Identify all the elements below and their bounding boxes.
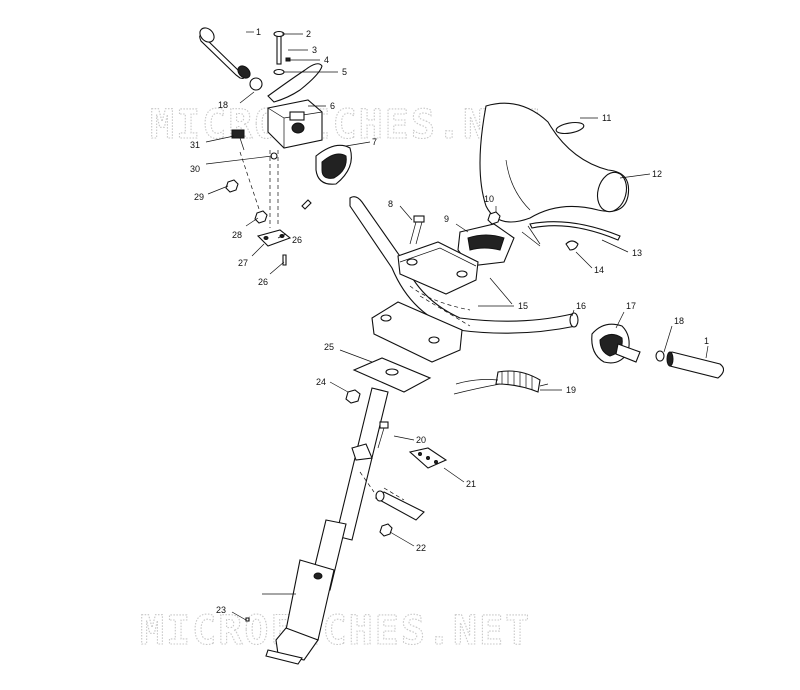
callout-31: 31 — [190, 140, 200, 150]
callout-22: 22 — [416, 543, 426, 553]
callout-12: 12 — [652, 169, 662, 179]
clip-14 — [565, 240, 579, 251]
callout-2: 2 — [306, 29, 311, 39]
clamp-plate-27 — [256, 229, 292, 247]
screw-26 — [282, 254, 287, 266]
nut-29 — [225, 179, 239, 193]
callout-16: 16 — [576, 301, 586, 311]
left-grip — [199, 27, 251, 79]
switch-housing-17 — [591, 323, 641, 364]
lock-washer — [273, 68, 285, 76]
callout-21: 21 — [466, 479, 476, 489]
callout-30: 30 — [190, 164, 200, 174]
callout-24: 24 — [316, 377, 326, 387]
callout-26-lower: 26 — [258, 277, 268, 287]
callout-labels: 1 2 3 4 5 18 6 31 7 30 29 28 26 27 26 11… — [190, 27, 709, 615]
callout-7: 7 — [372, 137, 377, 147]
right-grip — [666, 351, 725, 379]
bolt-20 — [377, 421, 389, 449]
callout-17: 17 — [626, 301, 636, 311]
callout-6: 6 — [330, 101, 335, 111]
callout-5: 5 — [342, 67, 347, 77]
watermark-top: MICROFICHES.NET — [150, 102, 541, 148]
callout-9: 9 — [444, 214, 449, 224]
nut-22 — [379, 523, 393, 537]
nut-10 — [487, 211, 501, 225]
strip-13 — [529, 221, 621, 241]
callout-26: 26 — [292, 235, 302, 245]
nut-23 — [245, 617, 250, 622]
callout-1: 1 — [256, 27, 261, 37]
callout-14: 14 — [594, 265, 604, 275]
callout-27: 27 — [238, 258, 248, 268]
callout-4: 4 — [324, 55, 329, 65]
bushing-22 — [374, 490, 425, 521]
nut-24 — [345, 389, 361, 404]
callout-19: 19 — [566, 385, 576, 395]
callout-13: 13 — [632, 248, 642, 258]
throttle-housing — [267, 99, 323, 149]
callout-15: 15 — [518, 301, 528, 311]
callout-8: 8 — [388, 199, 393, 209]
washer-18 — [655, 350, 665, 362]
callout-28: 28 — [232, 230, 242, 240]
watermark-bottom: MICROFICHES.NET — [140, 608, 531, 654]
callout-18-right: 18 — [674, 316, 684, 326]
callout-29: 29 — [194, 192, 204, 202]
upper-clamp — [397, 241, 479, 295]
handlebar-pad — [479, 102, 630, 223]
callout-20: 20 — [416, 435, 426, 445]
pivot-pin — [273, 30, 285, 65]
housing-cover — [315, 144, 352, 185]
screw-31 — [231, 129, 245, 151]
washer — [285, 57, 291, 62]
steering-post-plate — [352, 357, 432, 393]
spring-19 — [453, 370, 549, 395]
leader-lines — [205, 31, 709, 621]
steering-post — [265, 387, 389, 665]
bushing — [249, 77, 263, 91]
callout-25: 25 — [324, 342, 334, 352]
callout-18: 18 — [218, 100, 228, 110]
throttle-lever — [267, 63, 323, 103]
nut-28 — [254, 210, 268, 224]
screw-26-upper — [301, 199, 312, 210]
bolt-8 — [409, 215, 425, 245]
clamp-9 — [457, 223, 515, 267]
callout-11: 11 — [602, 113, 611, 123]
callout-23: 23 — [216, 605, 226, 615]
callout-1-right: 1 — [704, 336, 709, 346]
callout-3: 3 — [312, 45, 317, 55]
lower-clamp — [371, 301, 463, 363]
bracket-21 — [408, 447, 448, 469]
callout-10: 10 — [484, 194, 494, 204]
